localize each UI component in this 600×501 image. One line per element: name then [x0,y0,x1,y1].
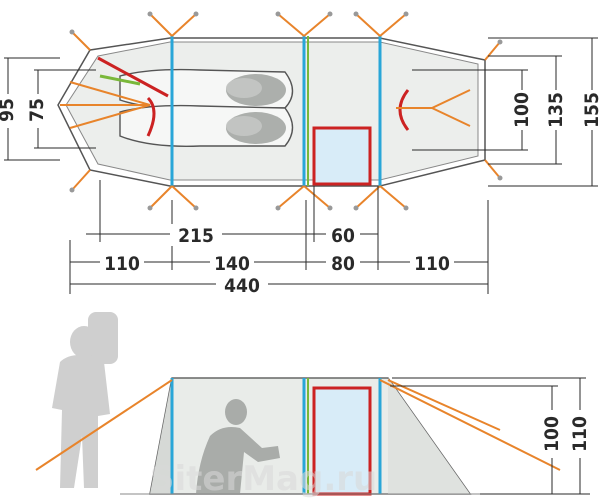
pillow-top-shade [226,78,262,98]
stakes [69,11,503,211]
label-door-width: 60 [331,225,355,247]
right-door-frame [398,89,410,131]
dimension-label-backgrounds [0,90,600,296]
pillow-bottom-shade [226,116,262,136]
label-width-inner-right-2: 135 [545,92,567,128]
door-panel [312,126,372,186]
side-door-panel [312,386,372,496]
label-width-inner-right-1: 100 [511,92,533,128]
side-guylines [35,379,561,471]
seated-person-silhouette [196,399,280,494]
guylines-top [71,13,501,61]
label-width-outer-left: 95 [0,98,18,122]
left-door-frame [97,56,169,137]
label-inner-height: 100 [541,416,563,452]
backpacker-silhouette [52,312,118,488]
watermark: SiterMag.ru [150,459,377,499]
label-bedroom-length: 215 [178,225,214,247]
left-ground-accent [99,74,141,86]
top-view [57,11,503,211]
label-width-inner-left: 75 [26,98,48,122]
label-living: 80 [331,253,355,275]
label-total-length: 440 [224,275,260,297]
label-outer-height: 110 [569,416,591,452]
guylines-bottom [71,159,501,209]
label-vestibule-left: 110 [104,253,140,275]
label-width-outer-right: 155 [581,92,600,128]
label-vestibule-right: 110 [414,253,450,275]
label-bedroom-mid: 140 [214,253,250,275]
side-tent-right-slope [388,378,470,494]
side-view [35,312,561,496]
guylines-ends [60,81,471,129]
side-label-backgrounds [542,410,590,458]
side-tent-left-slope [150,378,172,494]
